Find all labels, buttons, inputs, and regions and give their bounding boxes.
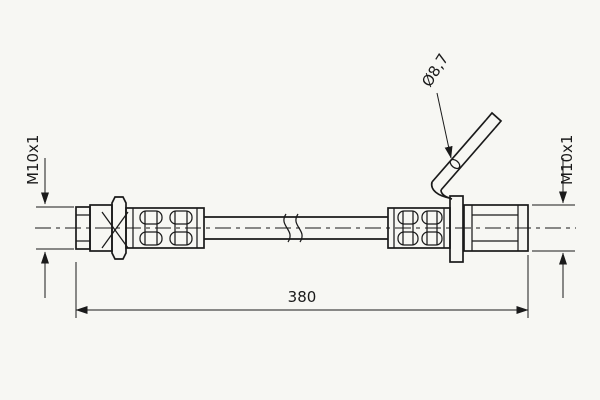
bracket-strap-edge (431, 119, 487, 183)
mounting-bracket (430, 111, 503, 263)
right-crimp-sleeve (387, 207, 451, 249)
bracket-hole (449, 158, 461, 170)
crimp-bump (139, 231, 163, 246)
left-thread-label: M10x1 (24, 135, 42, 185)
drawing: M10x1 (24, 50, 576, 318)
crimp-bump (421, 231, 443, 246)
left-sleeve-outline (125, 207, 205, 249)
length-dimension: 380 (75, 255, 529, 318)
right-thread-callout: M10x1 (532, 135, 576, 298)
hose-body (204, 213, 388, 243)
length-dimension-label: 380 (288, 288, 317, 306)
break-symbol (295, 213, 303, 243)
break-symbol (283, 213, 291, 243)
crimp-bump (397, 210, 419, 225)
crimp-bump (169, 210, 193, 225)
crimp-bump (397, 231, 419, 246)
left-fitting-flange (111, 196, 127, 260)
bracket-strap-bend (440, 189, 453, 200)
bracket-plate (449, 195, 464, 263)
crimp-bump (169, 231, 193, 246)
right-thread-label: M10x1 (558, 135, 576, 185)
crimp-bump (421, 210, 443, 225)
left-crimp-sleeve (125, 207, 205, 249)
right-fitting-body (463, 204, 529, 252)
right-fitting (463, 204, 529, 252)
left-thread-callout: M10x1 (24, 135, 74, 298)
hole-diameter-callout: Ø8,7 (418, 50, 453, 159)
left-fitting-cross-mark (101, 211, 129, 249)
crimp-bump (139, 210, 163, 225)
bracket-strap-tip (485, 111, 503, 129)
hole-leader-line (436, 92, 453, 159)
left-fitting (75, 196, 129, 260)
hole-diameter-label: Ø8,7 (418, 50, 452, 90)
bracket-strap-edge (440, 127, 496, 191)
